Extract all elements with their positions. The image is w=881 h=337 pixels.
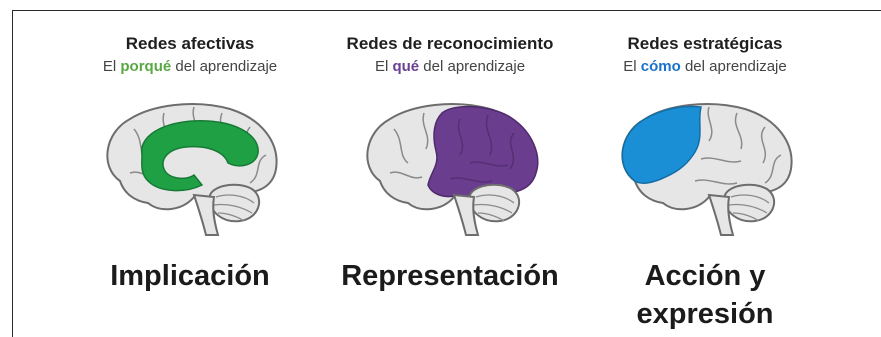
- subtitle-keyword-que: qué: [392, 58, 420, 75]
- recognition-network-column: Redes de reconocimiento El qué del apren…: [310, 34, 590, 295]
- subtitle-prefix: El: [374, 58, 393, 75]
- recognition-network-title: Redes de reconocimiento: [346, 34, 554, 53]
- strategic-network-column: Redes estratégicas El cómo del aprendiza…: [565, 34, 845, 333]
- strategic-label: Acción y expresión: [565, 257, 845, 333]
- strategic-label-line2: expresión: [636, 298, 774, 330]
- brain-posterior-icon: [366, 103, 539, 236]
- strategic-label-line1: Acción y: [644, 260, 766, 292]
- recognition-network-subtitle: El qué del aprendizaje: [310, 57, 590, 77]
- affective-label: Implicación: [110, 260, 270, 292]
- subtitle-prefix: El: [102, 58, 121, 75]
- subtitle-keyword-como: cómo: [640, 58, 681, 75]
- subtitle-keyword-porque: porqué: [120, 58, 172, 75]
- affective-network-subtitle: El porqué del aprendizaje: [50, 57, 330, 77]
- subtitle-suffix: del aprendizaje: [171, 58, 278, 75]
- affective-network-column: Redes afectivas El porqué del aprendizaj…: [50, 34, 330, 295]
- brain-limbic-icon: [106, 103, 278, 236]
- brain-frontal-icon: [621, 103, 793, 236]
- frame-left-border: [12, 10, 13, 337]
- frame-top-border: [12, 10, 881, 11]
- affective-network-title: Redes afectivas: [125, 34, 255, 53]
- strategic-network-subtitle: El cómo del aprendizaje: [565, 57, 845, 77]
- subtitle-suffix: del aprendizaje: [419, 58, 526, 75]
- recognition-label: Representación: [341, 260, 559, 292]
- strategic-network-title: Redes estratégicas: [627, 34, 783, 53]
- subtitle-prefix: El: [623, 58, 641, 75]
- subtitle-suffix: del aprendizaje: [680, 58, 787, 75]
